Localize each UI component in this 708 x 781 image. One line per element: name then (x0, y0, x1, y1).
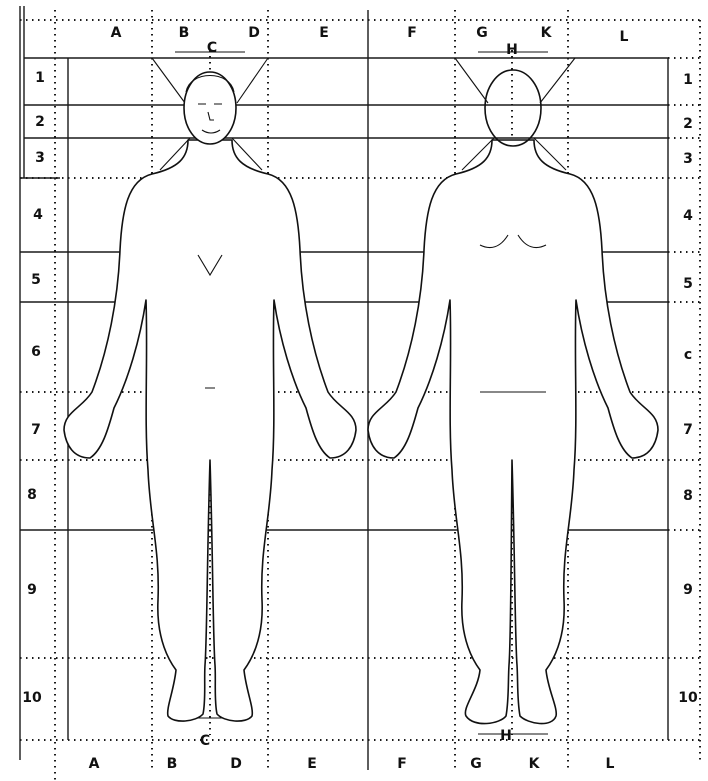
back-midline-bottom-label: H (500, 728, 512, 744)
front-body-figure (64, 72, 356, 721)
row-labels-right: 1 2 3 4 5 c 7 8 9 10 (678, 72, 698, 706)
col-bottom-label: K (529, 756, 541, 772)
column-labels-top: A B D E F G K L (111, 25, 629, 45)
row-right-label: 5 (683, 276, 693, 292)
row-left-label: 3 (35, 150, 45, 166)
back-body-outline (368, 140, 658, 724)
row-left-label: 9 (27, 582, 37, 598)
row-left-label: 7 (31, 422, 41, 438)
back-midline-top-label: H (506, 42, 518, 58)
col-top-label: L (620, 29, 629, 45)
row-left-label: 6 (31, 344, 41, 360)
row-right-label: 1 (683, 72, 693, 88)
col-bottom-label: F (397, 756, 407, 772)
row-left-label: 8 (27, 487, 37, 503)
col-top-label: G (476, 25, 488, 41)
col-top-label: K (541, 25, 553, 41)
col-top-label: E (319, 25, 329, 41)
grid-lines (20, 6, 700, 781)
row-left-label: 10 (22, 690, 42, 706)
col-top-label: A (111, 25, 122, 41)
row-right-label: 2 (683, 116, 693, 132)
row-left-label: 5 (31, 272, 41, 288)
row-right-label: 9 (683, 582, 693, 598)
row-right-label: 8 (683, 488, 693, 504)
col-bottom-label: G (470, 756, 482, 772)
back-body-figure (368, 70, 658, 724)
front-body-outline (64, 140, 356, 721)
col-top-label: D (248, 25, 260, 41)
col-top-label: B (179, 25, 190, 41)
row-right-label: c (684, 347, 692, 363)
row-left-label: 1 (35, 70, 45, 86)
col-bottom-label: D (230, 756, 242, 772)
col-bottom-label: A (89, 756, 100, 772)
row-left-label: 4 (33, 207, 43, 223)
front-midline-bottom-label: C (200, 733, 210, 749)
row-right-label: 4 (683, 208, 693, 224)
column-labels-bottom: A B D E F G K L (89, 756, 615, 772)
col-bottom-label: E (307, 756, 317, 772)
row-right-label: 10 (678, 690, 698, 706)
row-labels-left: 1 2 3 4 5 6 7 8 9 10 (22, 70, 45, 706)
col-top-label: F (407, 25, 417, 41)
col-bottom-label: B (167, 756, 178, 772)
row-right-label: 7 (683, 422, 693, 438)
front-midline-top-label: C (207, 40, 217, 56)
col-bottom-label: L (606, 756, 615, 772)
row-right-label: 3 (683, 151, 693, 167)
row-left-label: 2 (35, 114, 45, 130)
